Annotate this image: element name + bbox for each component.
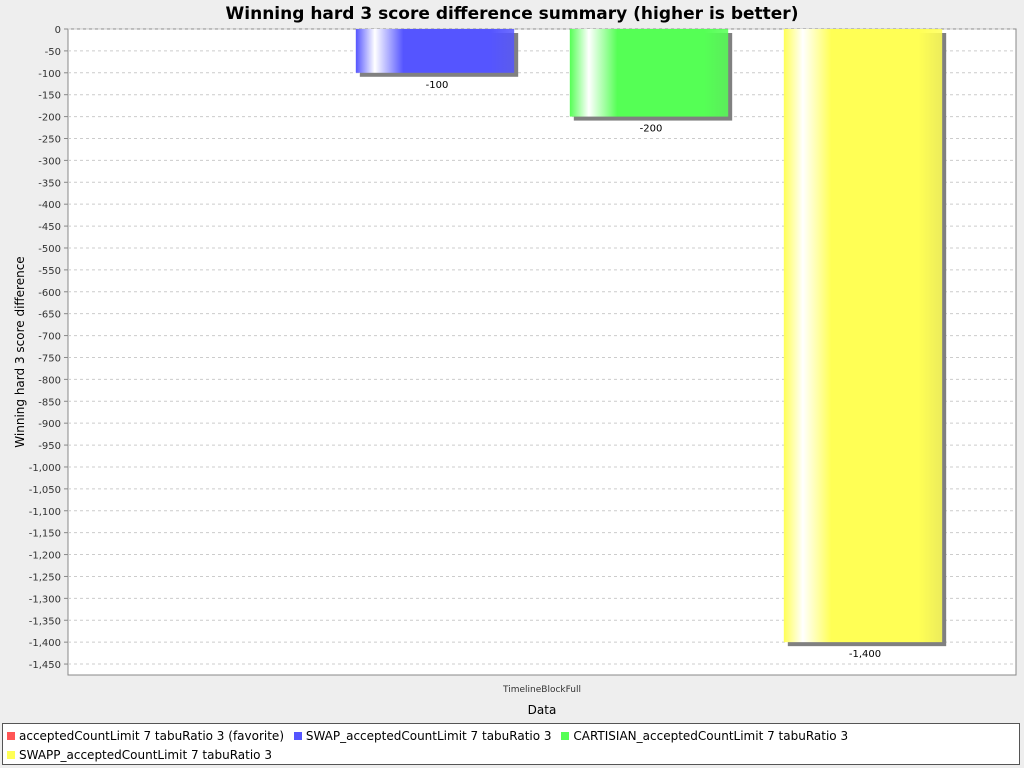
data-label: -200	[640, 124, 663, 135]
x-tick-label: TimelineBlockFull	[502, 685, 581, 695]
bar	[355, 29, 515, 73]
y-tick-label: -150	[38, 91, 61, 102]
y-tick-label: -250	[38, 134, 61, 145]
legend-swatch	[293, 732, 302, 740]
bar	[783, 29, 943, 643]
legend: acceptedCountLimit 7 tabuRatio 3 (favori…	[2, 723, 1020, 765]
y-tick-label: -1,150	[29, 529, 61, 540]
legend-swatch	[7, 732, 15, 740]
y-tick-label: -550	[38, 266, 61, 277]
y-tick-label: -100	[38, 69, 61, 80]
y-tick-label: -700	[38, 332, 61, 343]
legend-item: acceptedCountLimit 7 tabuRatio 3 (favori…	[5, 727, 284, 746]
y-axis-label: Winning hard 3 score difference	[13, 256, 27, 447]
legend-swatch	[561, 732, 570, 740]
y-tick-label: -850	[38, 397, 61, 408]
legend-row: SWAPP_acceptedCountLimit 7 tabuRatio 3	[5, 746, 1017, 765]
grid	[68, 28, 1016, 665]
y-tick-label: -350	[38, 178, 61, 189]
y-tick-label: -1,300	[29, 594, 61, 605]
legend-label: acceptedCountLimit 7 tabuRatio 3 (favori…	[19, 729, 284, 743]
y-tick-label: -1,050	[29, 485, 61, 496]
y-tick-label: -450	[38, 222, 61, 233]
y-tick-label: -750	[38, 353, 61, 364]
bar	[569, 29, 729, 117]
data-label: -100	[426, 80, 449, 91]
chart-title: Winning hard 3 score difference summary …	[226, 4, 799, 24]
y-tick-label: -1,350	[29, 616, 61, 627]
y-tick-label: -950	[38, 441, 61, 452]
y-tick-label: -1,400	[29, 638, 61, 649]
y-tick-label: -900	[38, 419, 61, 430]
legend-item: SWAPP_acceptedCountLimit 7 tabuRatio 3	[5, 746, 272, 765]
legend-item: CARTISIAN_acceptedCountLimit 7 tabuRatio…	[559, 727, 848, 746]
y-axis-ticks: 0 -50 -100 -150 -200 -250 -300 -350 -400 -450 -500…	[29, 25, 68, 671]
bar-chart: Winning hard 3 score difference summary …	[13, 4, 1017, 717]
y-tick-label: -800	[38, 375, 61, 386]
y-tick-label: -600	[38, 288, 61, 299]
y-tick-label: 0	[55, 25, 61, 36]
data-labels: -100 -200 -1,400	[426, 80, 881, 660]
data-label: -1,400	[849, 649, 881, 660]
legend-label: CARTISIAN_acceptedCountLimit 7 tabuRatio…	[573, 729, 849, 743]
legend-label: SWAPP_acceptedCountLimit 7 tabuRatio 3	[19, 748, 272, 762]
legend-swatch	[7, 751, 15, 759]
bars	[355, 29, 947, 647]
y-tick-label: -400	[38, 200, 61, 211]
x-axis-label: Data	[528, 703, 557, 717]
y-tick-label: -650	[38, 310, 61, 321]
y-tick-label: -1,450	[29, 660, 61, 671]
y-tick-label: -1,250	[29, 572, 61, 583]
legend-label: SWAP_acceptedCountLimit 7 tabuRatio 3	[305, 729, 552, 743]
y-tick-label: -200	[38, 113, 61, 124]
y-tick-label: -300	[38, 156, 61, 167]
y-tick-label: -1,100	[29, 507, 61, 518]
y-tick-label: -50	[45, 47, 61, 58]
legend-item: SWAP_acceptedCountLimit 7 tabuRatio 3	[292, 727, 552, 746]
y-tick-label: -1,200	[29, 551, 61, 562]
y-tick-label: -500	[38, 244, 61, 255]
y-tick-label: -1,000	[29, 463, 61, 474]
legend-row: acceptedCountLimit 7 tabuRatio 3 (favori…	[5, 727, 1017, 746]
